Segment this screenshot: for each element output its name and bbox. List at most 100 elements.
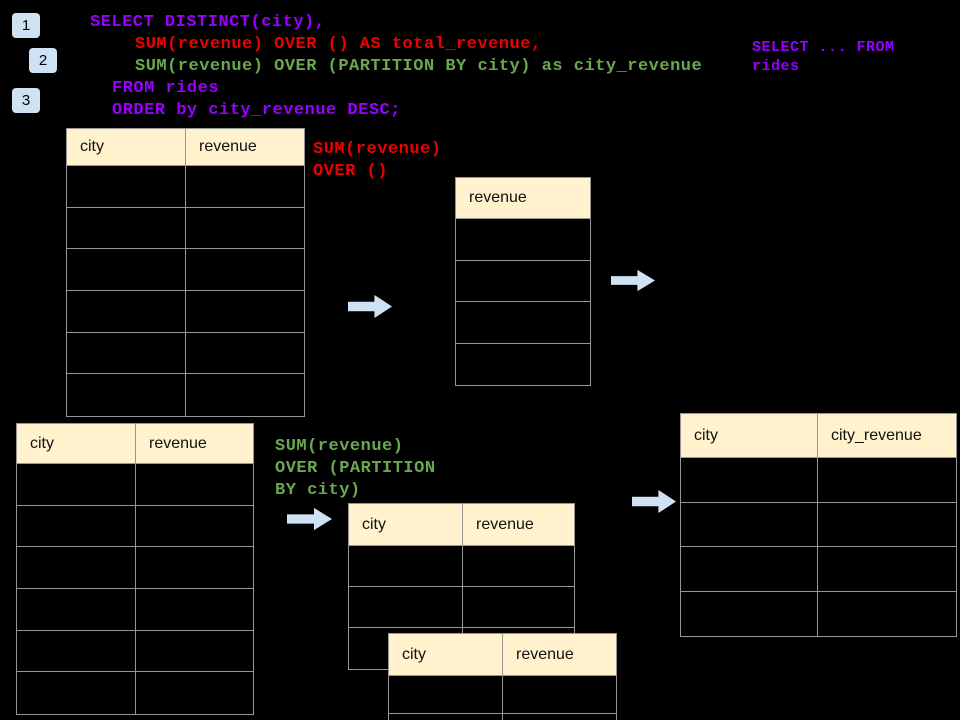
table-row [67, 207, 304, 250]
table-cell [456, 219, 590, 260]
table-cell [136, 506, 253, 547]
text-line: OVER () [313, 162, 388, 181]
table-cell [136, 589, 253, 630]
column-header: revenue [186, 129, 304, 165]
table-cell [681, 547, 818, 591]
table-cell [456, 302, 590, 343]
table-row [17, 547, 253, 590]
table-cell [349, 546, 463, 586]
sql-line-select: SELECT DISTINCT(city), [90, 13, 326, 32]
text-line: BY city) [275, 481, 361, 500]
table-row [17, 630, 253, 673]
table-cell [818, 547, 956, 591]
table-body [389, 676, 616, 720]
table-body [681, 458, 956, 636]
table-cell [136, 672, 253, 714]
column-header: revenue [463, 504, 574, 545]
table-cell [681, 591, 818, 636]
table-row [681, 547, 956, 592]
text-line: SELECT ... FROM [752, 39, 895, 56]
table-cell [681, 458, 818, 502]
table-total-revenue-result: revenue [455, 177, 591, 386]
table-row [456, 219, 590, 261]
side-note-select-from-rides: SELECT ... FROM rides [752, 38, 895, 76]
text-line: rides [752, 58, 800, 75]
table-cell [17, 464, 136, 505]
table-cell [67, 166, 186, 207]
table-row [17, 464, 253, 506]
arrow-right-icon [348, 294, 393, 319]
sql-line-city-revenue: SUM(revenue) OVER (PARTITION BY city) as… [135, 57, 703, 76]
table-cell [463, 546, 574, 586]
table-cell [17, 589, 136, 630]
table-body [67, 166, 304, 417]
step-badge-2: 2 [29, 48, 57, 73]
table-cell [681, 502, 818, 546]
text-line: SUM(revenue) [275, 437, 404, 456]
table-row [67, 249, 304, 292]
table-row [456, 344, 590, 386]
step-badge-3: 3 [12, 88, 40, 113]
text-line: SUM(revenue) [313, 140, 442, 159]
column-header: revenue [136, 424, 253, 463]
table-cell [67, 249, 186, 291]
text-line: OVER (PARTITION [275, 459, 436, 478]
table-row [17, 589, 253, 631]
table-cell [186, 291, 304, 332]
table-row [67, 374, 304, 417]
table-row [349, 546, 574, 587]
table-cell [186, 333, 304, 374]
arrow-right-icon [611, 269, 656, 292]
sql-line-from: FROM rides [112, 79, 220, 98]
table-cell [818, 458, 956, 502]
table-cell [186, 208, 304, 249]
table-cell [349, 587, 463, 627]
table-row [389, 676, 616, 714]
table-cell [456, 344, 590, 386]
arrow-right-icon [287, 507, 333, 531]
table-cell [17, 630, 136, 672]
table-cell [818, 592, 956, 637]
table-cell [136, 547, 253, 588]
table-cell [67, 332, 186, 374]
column-header: city [17, 424, 136, 463]
table-cell [186, 166, 304, 207]
column-header: city [349, 504, 463, 545]
table-cell [136, 631, 253, 672]
sql-line-order-by: ORDER by city_revenue DESC; [112, 101, 401, 120]
table-row [349, 587, 574, 628]
column-header: city [67, 129, 186, 165]
table-cell [17, 505, 136, 547]
table-cell [503, 714, 616, 720]
column-header: revenue [456, 178, 590, 218]
table-cell [389, 714, 503, 720]
table-cell [17, 672, 136, 715]
table-cell [186, 374, 304, 416]
table-cell [17, 547, 136, 589]
table-row [456, 261, 590, 302]
table-cell [67, 207, 186, 249]
table-cell [67, 374, 186, 417]
table-row [681, 591, 956, 637]
column-header: city [681, 414, 818, 457]
table-cell [818, 503, 956, 547]
table-body [17, 464, 253, 715]
table-cell [186, 249, 304, 290]
table-cell [67, 291, 186, 332]
table-row [389, 714, 616, 720]
label-sum-over-total: SUM(revenue) OVER () [313, 139, 441, 183]
table-row [17, 672, 253, 715]
column-header: city_revenue [818, 414, 956, 457]
arrow-right-icon [632, 489, 677, 514]
table-header-row: revenue [456, 178, 590, 219]
